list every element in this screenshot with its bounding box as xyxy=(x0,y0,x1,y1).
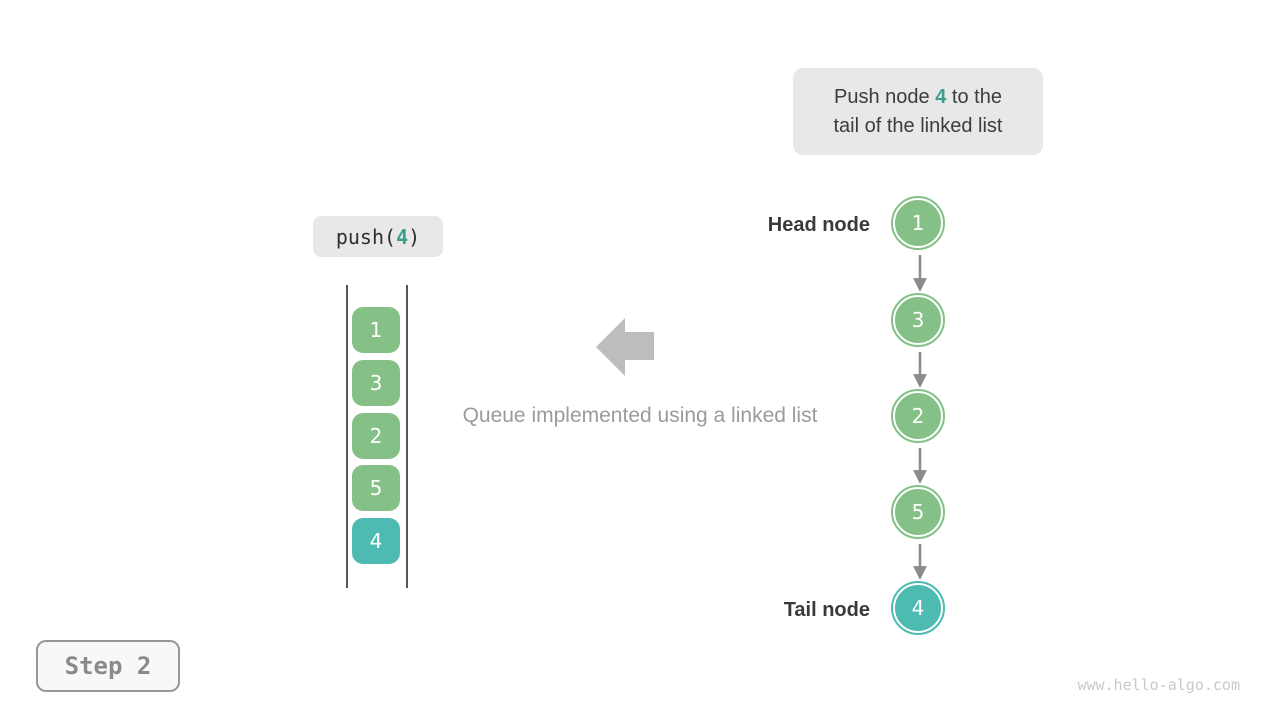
push-label-value: 4 xyxy=(396,224,409,249)
push-operation-label: push(4) xyxy=(313,216,443,257)
head-node-label: Head node xyxy=(767,214,870,236)
push-label-post: ) xyxy=(408,224,421,249)
callout-text-post: to the xyxy=(946,85,1002,108)
callout-line-2: tail of the linked list xyxy=(833,114,1003,137)
left-block-arrow-icon xyxy=(596,318,654,376)
linked-list-arrows xyxy=(913,255,927,580)
diagram-caption: Queue implemented using a linked list xyxy=(462,404,818,427)
linked-list-node: 3 xyxy=(891,293,945,347)
watermark: www.hello-algo.com xyxy=(1077,676,1240,694)
linked-list-node: 2 xyxy=(891,389,945,443)
push-instruction-callout: Push node 4 to the tail of the linked li… xyxy=(793,68,1043,155)
queue-item: 2 xyxy=(352,413,400,459)
callout-text-pre: Push node xyxy=(834,85,936,108)
queue-item: 3 xyxy=(352,360,400,406)
push-label-pre: push( xyxy=(335,224,397,249)
step-badge: Step 2 xyxy=(36,640,180,692)
linked-list-node: 5 xyxy=(891,485,945,539)
linked-list-node-head: 1 xyxy=(891,196,945,250)
queue-item: 1 xyxy=(352,307,400,353)
tail-node-label: Tail node xyxy=(783,599,870,621)
queue-rail-left xyxy=(346,285,348,588)
queue-item-pushed: 4 xyxy=(352,518,400,564)
linked-list-node-tail: 4 xyxy=(891,581,945,635)
queue-rail-right xyxy=(406,285,408,588)
callout-value: 4 xyxy=(935,85,947,108)
queue-item: 5 xyxy=(352,465,400,511)
callout-line-1: Push node 4 to the xyxy=(834,83,1002,112)
